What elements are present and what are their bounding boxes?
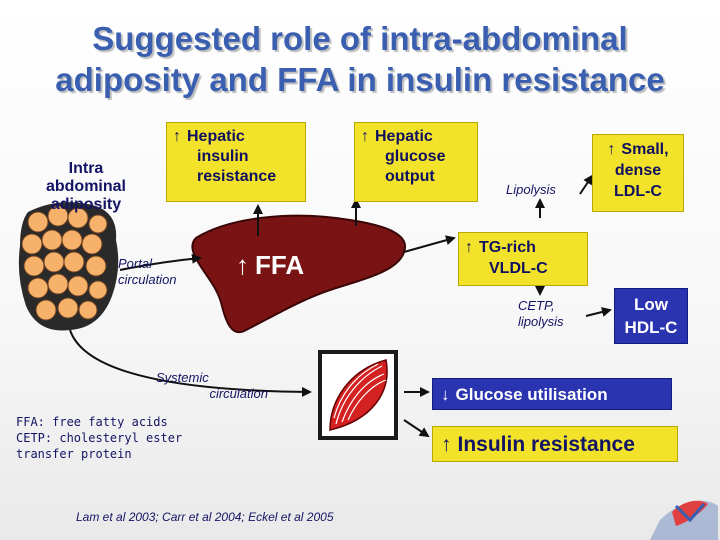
small-ldl-line-1: Small, (599, 139, 677, 160)
title-line-2: adiposity and FFA in insulin resistance (55, 61, 665, 98)
intra-label-line-3: adiposity (50, 196, 122, 213)
small-dense-ldl-box: Small, dense LDL-C (592, 134, 684, 212)
tg-rich-line-2: VLDL-C (489, 260, 548, 277)
portal-line-1: Portal (118, 256, 152, 271)
low-hdl-box: Low HDL-C (614, 288, 688, 344)
portal-circulation-label: Portal circulation (118, 256, 177, 288)
portal-line-2: circulation (118, 272, 177, 287)
cetp-line-1: CETP, (518, 298, 555, 313)
references-text: Lam et al 2003; Carr et al 2004; Eckel e… (76, 510, 334, 524)
hepatic-insulin-resistance-box: Hepatic insulin resistance (166, 122, 306, 202)
arrow-to-small-ldl (579, 174, 594, 195)
hepatic-glucose-line-2: glucose (385, 148, 446, 165)
low-hdl-line-1: Low (634, 295, 668, 314)
arrow-portal (119, 253, 202, 271)
adipose-tissue-icon (18, 202, 119, 331)
systemic-line-2: circulation (209, 386, 268, 401)
logo-icon (650, 500, 718, 540)
ffa-label: FFA (236, 250, 304, 280)
systemic-line-1: Systemic (156, 370, 209, 385)
low-hdl-line-2: HDL-C (624, 318, 678, 337)
arrow-systemic (69, 329, 312, 397)
tg-rich-line-1: TG-rich (465, 237, 581, 258)
arrow-to-low-hdl (585, 307, 612, 317)
abbr-line-2: CETP: cholesteryl ester (16, 431, 183, 445)
hepatic-glucose-line-3: output (385, 168, 435, 185)
systemic-circulation-label: Systemic circulation (156, 370, 268, 402)
cetp-line-2: lipolysis (518, 314, 564, 329)
small-ldl-line-3: LDL-C (614, 183, 662, 200)
hepatic-ir-line-2: insulin (197, 148, 249, 165)
hepatic-glucose-line-1: Hepatic (361, 127, 471, 147)
intra-label-line-2: abdominal (45, 178, 126, 195)
intra-label-line-1: Intra (68, 160, 104, 177)
slide-title: Suggested role of intra-abdominal adipos… (0, 18, 720, 100)
glucose-utilisation-box: Glucose utilisation (432, 378, 672, 410)
arrow-to-insulin-res (403, 419, 430, 438)
lipolysis-label: Lipolysis (506, 182, 556, 197)
flow-arrows (69, 174, 612, 438)
hepatic-ir-line-3: resistance (197, 168, 277, 185)
tg-rich-vldl-box: TG-rich VLDL-C (458, 232, 588, 286)
arrow-to-tg-rich (403, 235, 456, 253)
insulin-resistance-box: Insulin resistance (432, 426, 678, 462)
abbreviation-footnote: FFA: free fatty acids CETP: cholesteryl … (16, 414, 182, 462)
hepatic-glucose-output-box: Hepatic glucose output (354, 122, 478, 202)
abbr-line-3: transfer protein (16, 447, 132, 461)
intra-abdominal-label: Intra abdominal adiposity (26, 160, 146, 214)
abbr-line-1: FFA: free fatty acids (16, 415, 168, 429)
hepatic-ir-line-1: Hepatic (173, 127, 299, 147)
title-line-1: Suggested role of intra-abdominal (92, 20, 628, 57)
cetp-lipolysis-label: CETP, lipolysis (518, 298, 564, 330)
muscle-icon (318, 350, 398, 440)
small-ldl-line-2: dense (614, 162, 662, 179)
